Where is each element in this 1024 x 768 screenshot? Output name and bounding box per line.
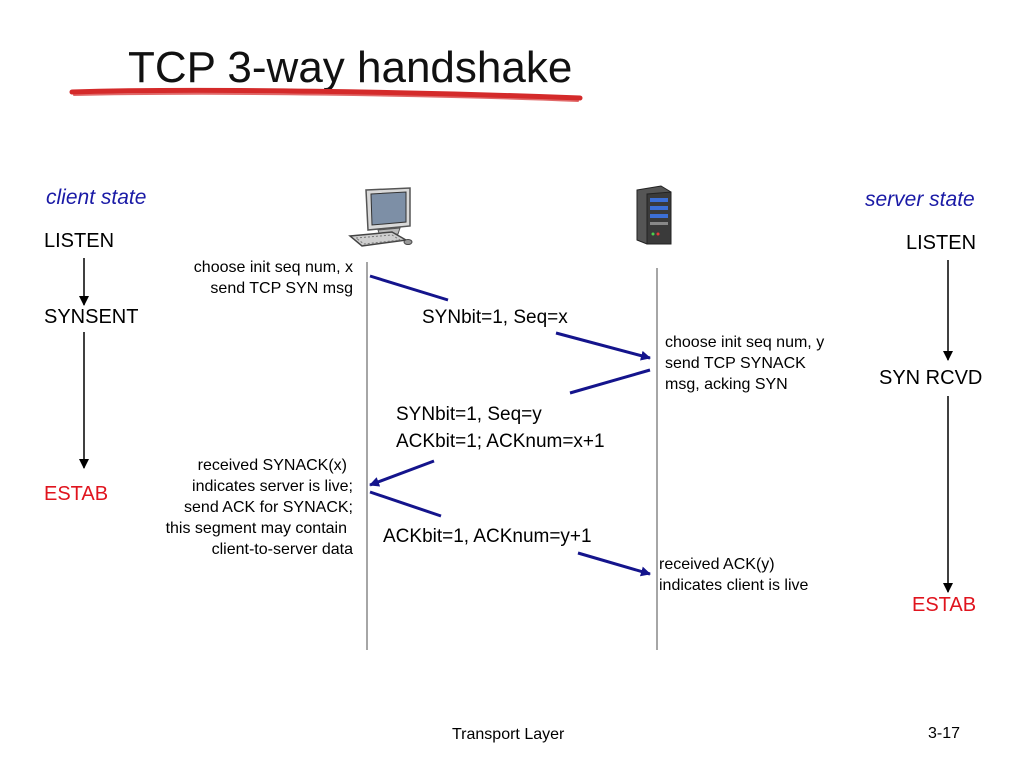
syn-message-label: SYNbit=1, Seq=x — [422, 307, 568, 328]
synack-arrow — [369, 459, 435, 487]
ack-arrow — [577, 551, 651, 577]
note-line: received SYNACK(x) — [197, 457, 347, 474]
server-tower-icon — [636, 185, 672, 245]
client-computer-icon — [348, 187, 413, 247]
client-state-listen: LISTEN — [44, 230, 115, 252]
client-state-synsent: SYNSENT — [44, 306, 139, 328]
server-state-estab: ESTAB — [912, 594, 977, 616]
footer-label: Transport Layer — [452, 726, 565, 743]
client-note-init: choose init seq num, x send TCP SYN msg — [140, 257, 353, 299]
note-line: send TCP SYN msg — [210, 280, 353, 297]
server-state-listen: LISTEN — [906, 232, 977, 254]
client-note-synack: received SYNACK(x) indicates server is l… — [100, 455, 353, 560]
note-line: choose init seq num, y — [665, 334, 825, 351]
synack-message-label: SYNbit=1, Seq=y ACKbit=1; ACKnum=x+1 — [396, 401, 605, 455]
note-line: send TCP SYNACK — [665, 355, 806, 372]
note-line: indicates server is live; — [192, 478, 353, 495]
note-line: msg, acking SYN — [665, 376, 788, 393]
page-title: TCP 3-way handshake — [128, 43, 573, 92]
server-state-syn-rcvd: SYN RCVD — [879, 367, 983, 389]
message-line: SYNbit=1, Seq=y — [396, 404, 542, 425]
note-line: received ACK(y) — [659, 556, 775, 573]
note-line: choose init seq num, x — [193, 259, 353, 276]
server-note-init: choose init seq num, y send TCP SYNACK m… — [665, 332, 824, 395]
syn-arrow — [555, 331, 651, 361]
server-state-heading: server state — [865, 188, 975, 211]
client-state-estab: ESTAB — [44, 483, 109, 505]
client-state-heading: client state — [46, 186, 147, 209]
note-line: client-to-server data — [211, 541, 353, 558]
title-underline — [69, 87, 583, 102]
synack-arrow-segment — [569, 368, 651, 395]
syn-arrow-segment — [369, 274, 449, 302]
page-number: 3-17 — [928, 725, 961, 742]
ack-message-label: ACKbit=1, ACKnum=y+1 — [383, 526, 592, 547]
server-note-ack: received ACK(y) indicates client is live — [659, 554, 808, 596]
note-line: this segment may contain — [165, 520, 347, 537]
note-line: send ACK for SYNACK; — [184, 499, 353, 516]
ack-arrow-segment — [369, 490, 442, 518]
message-line: ACKbit=1; ACKnum=x+1 — [396, 431, 605, 452]
note-line: indicates client is live — [659, 577, 809, 594]
